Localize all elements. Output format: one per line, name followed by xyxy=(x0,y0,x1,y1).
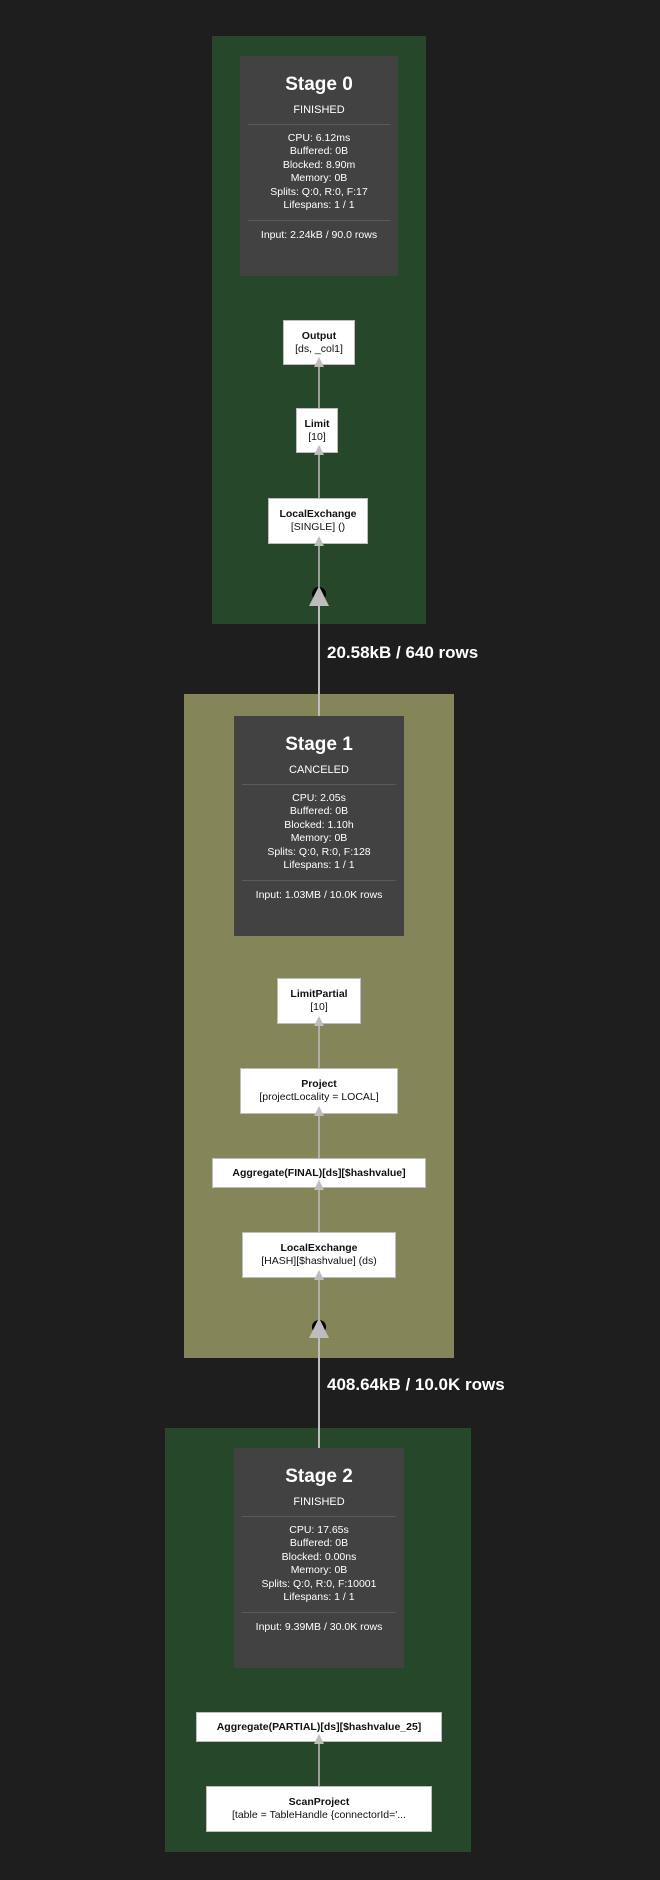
divider xyxy=(242,1516,396,1517)
cpu-metric: CPU: 6.12ms xyxy=(287,132,351,144)
divider xyxy=(248,124,390,125)
stage-metrics: CPU: 2.05s Buffered: 0B Blocked: 1.10h M… xyxy=(234,792,404,872)
divider xyxy=(248,220,390,222)
stage-1-stats-box: Stage 1 CANCELED CPU: 2.05s Buffered: 0B… xyxy=(234,716,404,936)
stage-state: CANCELED xyxy=(289,764,349,776)
operator-name: Limit xyxy=(304,417,330,430)
blocked-metric: Blocked: 8.90m xyxy=(282,158,356,171)
input-metric: Input: 1.03MB / 10.0K rows xyxy=(255,889,383,902)
cpu-metric: CPU: 2.05s xyxy=(292,792,346,804)
stage-2-stats-box: Stage 2 FINISHED CPU: 17.65s Buffered: 0… xyxy=(234,1448,404,1668)
buffered-metric: Buffered: 0B xyxy=(289,1537,349,1550)
memory-metric: Memory: 0B xyxy=(290,1564,348,1577)
operator-local-exchange-hash[interactable]: LocalExchange [HASH][$hashvalue] (ds) xyxy=(242,1232,396,1278)
lifespans-metric: Lifespans: 1 / 1 xyxy=(283,859,355,872)
operator-name: LocalExchange xyxy=(279,508,357,520)
divider xyxy=(242,784,396,785)
operator-scan-project[interactable]: ScanProject [table = TableHandle {connec… xyxy=(206,1786,432,1832)
operator-detail: [10] xyxy=(308,430,326,443)
operator-name: Project xyxy=(301,1078,337,1090)
remote-source-dot xyxy=(312,587,326,601)
operator-name: Aggregate(PARTIAL)[ds][$hashvalue_25] xyxy=(216,1720,422,1733)
stage-title: Stage 0 xyxy=(285,74,353,95)
operator-detail: [SINGLE] () xyxy=(290,521,346,533)
operator-name: Aggregate(FINAL)[ds][$hashvalue] xyxy=(232,1166,406,1179)
splits-metric: Splits: Q:0, R:0, F:128 xyxy=(267,845,371,858)
splits-metric: Splits: Q:0, R:0, F:17 xyxy=(270,185,368,198)
operator-name: ScanProject xyxy=(288,1796,350,1808)
operator-detail: [ds, _col1] xyxy=(295,342,343,355)
input-metric: Input: 9.39MB / 30.0K rows xyxy=(255,1621,383,1634)
operator-name: Output xyxy=(301,329,337,342)
memory-metric: Memory: 0B xyxy=(290,172,348,185)
exchange-label-stage1-to-stage0: 20.58kB / 640 rows xyxy=(327,643,479,662)
divider xyxy=(242,880,396,882)
buffered-metric: Buffered: 0B xyxy=(289,145,349,158)
stage-title: Stage 1 xyxy=(285,734,353,755)
cpu-metric: CPU: 17.65s xyxy=(289,1524,349,1536)
stage-title: Stage 2 xyxy=(285,1466,353,1487)
remote-source-dot xyxy=(312,1320,326,1334)
stage-metrics: CPU: 6.12ms Buffered: 0B Blocked: 8.90m … xyxy=(240,132,398,212)
blocked-metric: Blocked: 1.10h xyxy=(284,818,354,831)
operator-detail: [projectLocality = LOCAL] xyxy=(259,1091,379,1103)
lifespans-metric: Lifespans: 1 / 1 xyxy=(283,1591,355,1604)
operator-detail: [10] xyxy=(310,1001,328,1013)
stage-state: FINISHED xyxy=(293,104,345,116)
divider xyxy=(242,1612,396,1614)
lifespans-metric: Lifespans: 1 / 1 xyxy=(283,199,355,212)
operator-name: LocalExchange xyxy=(280,1242,358,1254)
memory-metric: Memory: 0B xyxy=(290,832,348,845)
stage-state: FINISHED xyxy=(293,1496,345,1508)
stage-0-stats-box: Stage 0 FINISHED CPU: 6.12ms Buffered: 0… xyxy=(240,56,398,276)
operator-detail: [table = TableHandle {connectorId='... xyxy=(231,1809,407,1821)
input-metric: Input: 2.24kB / 90.0 rows xyxy=(260,229,378,242)
operator-name: LimitPartial xyxy=(290,988,348,1000)
splits-metric: Splits: Q:0, R:0, F:10001 xyxy=(261,1577,377,1590)
blocked-metric: Blocked: 0.00ns xyxy=(281,1550,357,1563)
buffered-metric: Buffered: 0B xyxy=(289,805,349,818)
exchange-label-stage2-to-stage1: 408.64kB / 10.0K rows xyxy=(327,1375,505,1394)
operator-detail: [HASH][$hashvalue] (ds) xyxy=(261,1255,377,1267)
stage-metrics: CPU: 17.65s Buffered: 0B Blocked: 0.00ns… xyxy=(234,1524,404,1604)
